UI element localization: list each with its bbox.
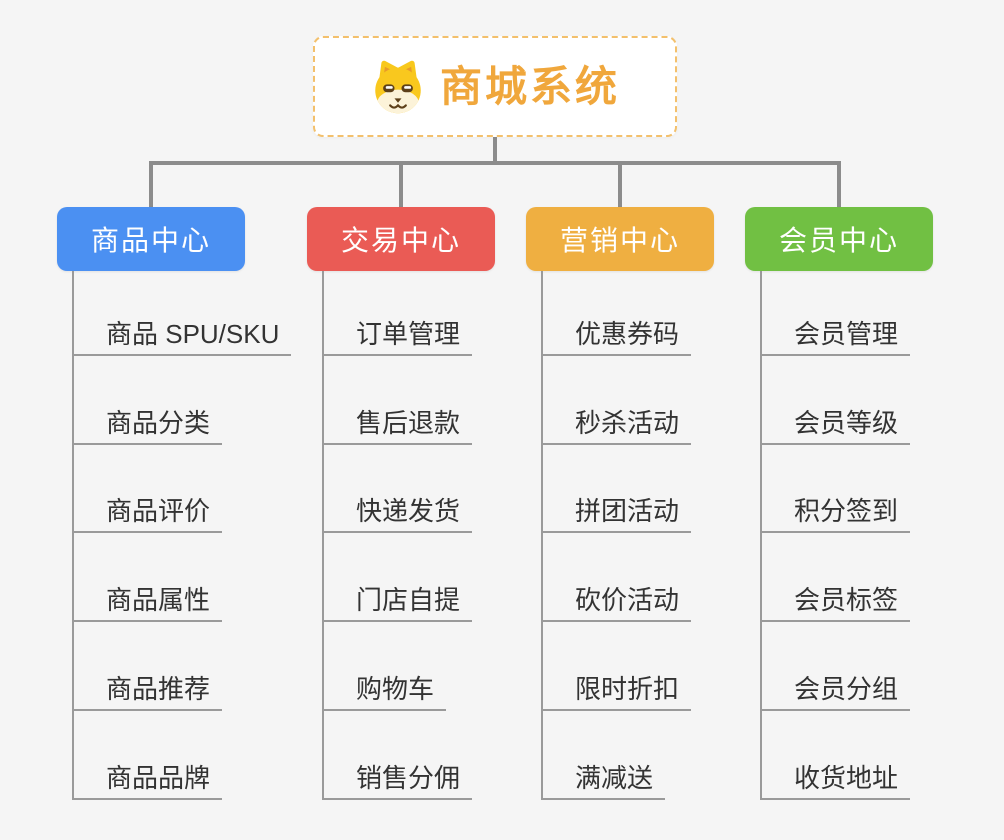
leaf-item[interactable]: 购物车 [322,674,447,711]
leaf-item[interactable]: 会员标签 [760,585,911,622]
leaf-item[interactable]: 砍价活动 [541,585,692,622]
leaf-item[interactable]: 商品品牌 [72,763,223,800]
root-title: 商城系统 [439,62,620,110]
leaf-item[interactable]: 优惠券码 [541,319,692,356]
root-node[interactable]: 商城系统 [313,36,677,137]
leaf-item[interactable]: 快递发货 [322,496,473,533]
leaf-item[interactable]: 积分签到 [760,496,911,533]
branch-header[interactable]: 会员中心 [745,207,933,271]
leaf-item[interactable]: 门店自提 [322,585,473,622]
branch-header-label: 交易中心 [340,225,461,256]
branch-connector-line [760,271,762,800]
leaf-item[interactable]: 收货地址 [760,763,911,800]
leaf-item[interactable]: 商品属性 [72,585,223,622]
branch-header[interactable]: 营销中心 [526,207,714,271]
leaf-item[interactable]: 拼团活动 [541,496,692,533]
branch-header-label: 商品中心 [90,225,211,256]
leaf-item[interactable]: 商品推荐 [72,674,223,711]
leaf-item[interactable]: 销售分佣 [322,763,473,800]
branch-header[interactable]: 商品中心 [57,207,245,271]
leaf-item[interactable]: 商品分类 [72,408,223,445]
branch-header-label: 营销中心 [559,225,680,256]
leaf-item[interactable]: 会员管理 [760,319,911,356]
leaf-item[interactable]: 售后退款 [322,408,473,445]
leaf-item[interactable]: 订单管理 [322,319,473,356]
branch-connector-line [322,271,324,800]
leaf-item[interactable]: 商品 SPU/SKU [72,319,292,356]
branch-header[interactable]: 交易中心 [307,207,495,271]
branch-header-label: 会员中心 [778,225,899,256]
leaf-item[interactable]: 满减送 [541,763,666,800]
branch-connector-line [541,271,543,800]
leaf-item[interactable]: 限时折扣 [541,674,692,711]
dog-face-icon [375,60,421,113]
branch-connector-line [72,271,74,800]
leaf-item[interactable]: 商品评价 [72,496,223,533]
leaf-item[interactable]: 会员分组 [760,674,911,711]
leaf-item[interactable]: 会员等级 [760,408,911,445]
leaf-item[interactable]: 秒杀活动 [541,408,692,445]
